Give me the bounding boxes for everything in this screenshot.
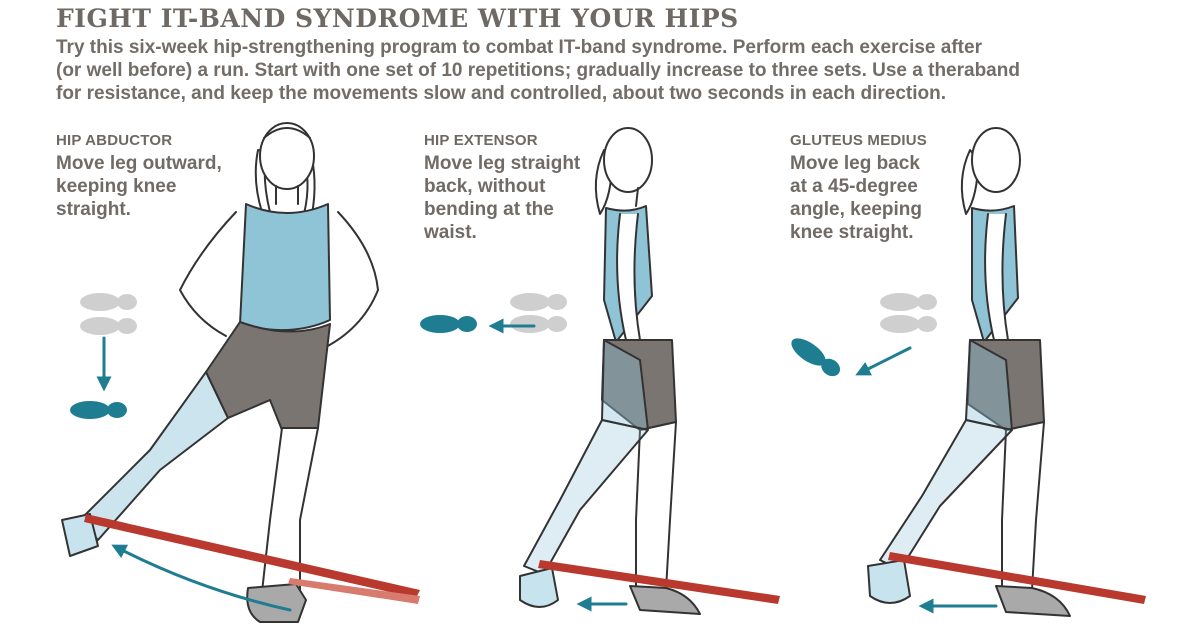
figure-gluteus-medius bbox=[786, 127, 1146, 617]
exercise-heading-gluteus-medius: GLUTEUS MEDIUS bbox=[790, 132, 927, 149]
desc-line: straight. bbox=[56, 199, 131, 220]
intro-line: Try this six-week hip-strengthening prog… bbox=[56, 37, 982, 58]
arrow-curve-icon bbox=[111, 544, 292, 612]
desc-line: Move leg outward, bbox=[56, 153, 222, 174]
intro-line: (or well before) a run. Start with one s… bbox=[56, 60, 1020, 81]
intro-line: for resistance, and keep the movements s… bbox=[56, 83, 947, 104]
desc-line: angle, keeping bbox=[790, 199, 922, 220]
exercise-desc-hip-extensor: Move leg straight back, without bending … bbox=[424, 152, 580, 244]
footprint-start-icon bbox=[880, 293, 937, 333]
exercise-heading-hip-abductor: HIP ABDUCTOR bbox=[56, 132, 173, 149]
desc-line: back, without bbox=[424, 176, 546, 197]
desc-line: Move leg back bbox=[790, 153, 920, 174]
exercise-desc-hip-abductor: Move leg outward, keeping knee straight. bbox=[56, 152, 222, 221]
desc-line: Move leg straight bbox=[424, 153, 581, 174]
desc-line: knee straight. bbox=[790, 222, 914, 243]
footprint-start-icon bbox=[80, 293, 137, 335]
page-title: FIGHT IT-BAND SYNDROME WITH YOUR HIPS bbox=[56, 4, 739, 33]
footprint-end-icon bbox=[70, 401, 127, 419]
figure-hip-abductor bbox=[61, 122, 420, 623]
exercise-heading-hip-extensor: HIP EXTENSOR bbox=[424, 132, 538, 149]
exercise-desc-gluteus-medius: Move leg back at a 45-degree angle, keep… bbox=[790, 152, 922, 244]
footprint-end-icon bbox=[786, 333, 845, 381]
desc-line: bending at the bbox=[424, 199, 554, 220]
figure-hip-extensor bbox=[420, 127, 780, 615]
intro-text: Try this six-week hip-strengthening prog… bbox=[56, 36, 1056, 105]
desc-line: keeping knee bbox=[56, 176, 177, 197]
desc-line: at a 45-degree bbox=[790, 176, 918, 197]
arrow-diagonal-icon bbox=[855, 346, 912, 376]
footprint-end-icon bbox=[420, 315, 477, 333]
desc-line: waist. bbox=[424, 222, 477, 243]
